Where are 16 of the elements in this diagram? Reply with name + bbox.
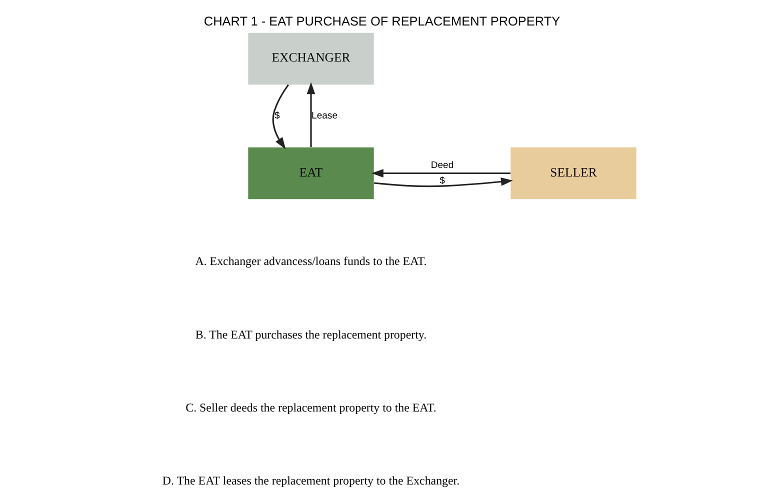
edge-label: Deed xyxy=(430,160,454,171)
arrow xyxy=(306,82,315,147)
label: D. The EAT leases the replacement property to the Exchanger. xyxy=(162,473,460,488)
node-box: EAT xyxy=(248,146,374,199)
arrow xyxy=(370,168,510,177)
diagram-title: CHART 1 - EAT PURCHASE OF REPLACEMENT PROPERTY xyxy=(203,13,560,28)
label: A. Exchanger advancess/loans funds to the EAT. xyxy=(194,254,426,268)
edge-label: Lease xyxy=(311,110,338,121)
node-box: EXCHANGER xyxy=(248,32,374,84)
arrow xyxy=(373,177,512,187)
label: B. The EAT purchases the replacement property. xyxy=(194,326,426,341)
arrow xyxy=(272,84,289,149)
node-box: SELLER xyxy=(510,146,636,199)
label: C. Seller deeds the replacement property to the EAT. xyxy=(185,400,436,414)
edge-label: $ xyxy=(439,174,444,186)
edge-label: $ xyxy=(274,110,280,121)
